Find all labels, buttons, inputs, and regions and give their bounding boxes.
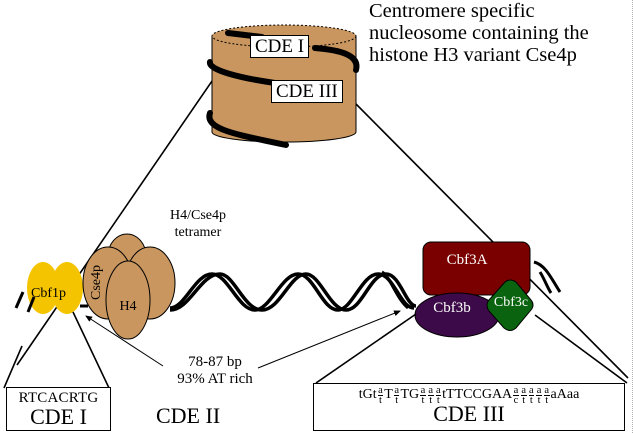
dna-strand bbox=[169, 272, 417, 312]
tetramer-label: H4/Cse4p tetramer bbox=[158, 207, 238, 241]
cde2-at-content: 93% AT rich bbox=[177, 371, 253, 387]
caption-line: Centromere specific bbox=[369, 0, 535, 22]
cde2-label: CDE II bbox=[156, 403, 221, 428]
base-option: t bbox=[537, 394, 541, 406]
base-option: t bbox=[545, 394, 549, 406]
base-option: t bbox=[421, 394, 425, 406]
cbf1p-label: Cbf1p bbox=[31, 286, 66, 301]
cde2-arrow-left bbox=[85, 315, 164, 367]
sequence-segment: TG bbox=[400, 387, 420, 402]
sequence-segment: aAaa bbox=[550, 387, 580, 402]
base-option: a bbox=[536, 384, 542, 396]
cbf1p-dimer bbox=[27, 262, 83, 314]
cde2-arrow-right bbox=[257, 310, 401, 369]
cbf3c-label: Cbf3c bbox=[494, 295, 528, 310]
nucleosome-cde3-label: CDE III bbox=[271, 80, 343, 103]
tetramer bbox=[82, 233, 176, 340]
cbf1p-subunit bbox=[51, 262, 83, 314]
cbf3c-subunit bbox=[486, 279, 534, 331]
dna-end-right bbox=[533, 260, 562, 293]
cde3-label: CDE III bbox=[433, 401, 505, 426]
nucleosome-cde1-label: CDE I bbox=[250, 35, 310, 58]
base-option: a bbox=[377, 384, 384, 396]
cbf3-complex bbox=[414, 241, 534, 338]
sequence-segment: T bbox=[384, 387, 393, 402]
base-option: t bbox=[522, 394, 526, 406]
base-option: a bbox=[543, 384, 550, 396]
tetramer-label-line: tetramer bbox=[174, 225, 222, 240]
base-option: t bbox=[378, 394, 382, 406]
cde2-length: 78-87 bp bbox=[188, 354, 242, 370]
cde1-label: CDE I bbox=[30, 404, 87, 429]
nucleosome-caption: Centromere specific nucleosome containin… bbox=[369, 0, 589, 66]
sequence-segment: tGt bbox=[358, 387, 377, 402]
zoom-line-left bbox=[16, 32, 246, 366]
cbf3a-label: Cbf3A bbox=[447, 252, 488, 268]
base-option: t bbox=[395, 394, 399, 406]
base-option: a bbox=[513, 384, 519, 396]
cde2-info: 78-87 bp 93% AT rich bbox=[160, 354, 270, 388]
dna-end-left bbox=[14, 291, 25, 309]
base-option: a bbox=[435, 384, 442, 396]
base-option: t bbox=[436, 394, 440, 406]
caption-line: nucleosome containing the bbox=[369, 22, 589, 44]
base-option: a bbox=[420, 384, 426, 396]
base-option: a bbox=[520, 384, 527, 396]
base-option: t bbox=[529, 394, 533, 406]
base-option: a bbox=[393, 384, 400, 396]
cde1-box: RTCACRTG CDE I bbox=[6, 387, 111, 431]
base-option: c bbox=[513, 394, 519, 406]
zoom-line-right bbox=[355, 103, 629, 379]
dna-helix bbox=[169, 272, 417, 312]
base-option: a bbox=[427, 384, 434, 396]
dna-strand bbox=[169, 272, 415, 312]
h4-label: H4 bbox=[119, 299, 136, 314]
h4-subunit bbox=[105, 260, 151, 340]
cbf3b-label: Cbf3b bbox=[433, 300, 471, 316]
caption-line: histone H3 variant Cse4p bbox=[369, 44, 577, 66]
base-option: t bbox=[429, 394, 433, 406]
cde1-sequence: RTCACRTG bbox=[18, 390, 99, 406]
sequence-segment: tTTCCGAA bbox=[442, 387, 513, 402]
cse4p-label: Cse4p bbox=[89, 265, 104, 300]
base-option: a bbox=[528, 384, 535, 396]
cbf1p-subunit bbox=[27, 262, 59, 314]
tetramer-label-line: H4/Cse4p bbox=[170, 208, 226, 223]
